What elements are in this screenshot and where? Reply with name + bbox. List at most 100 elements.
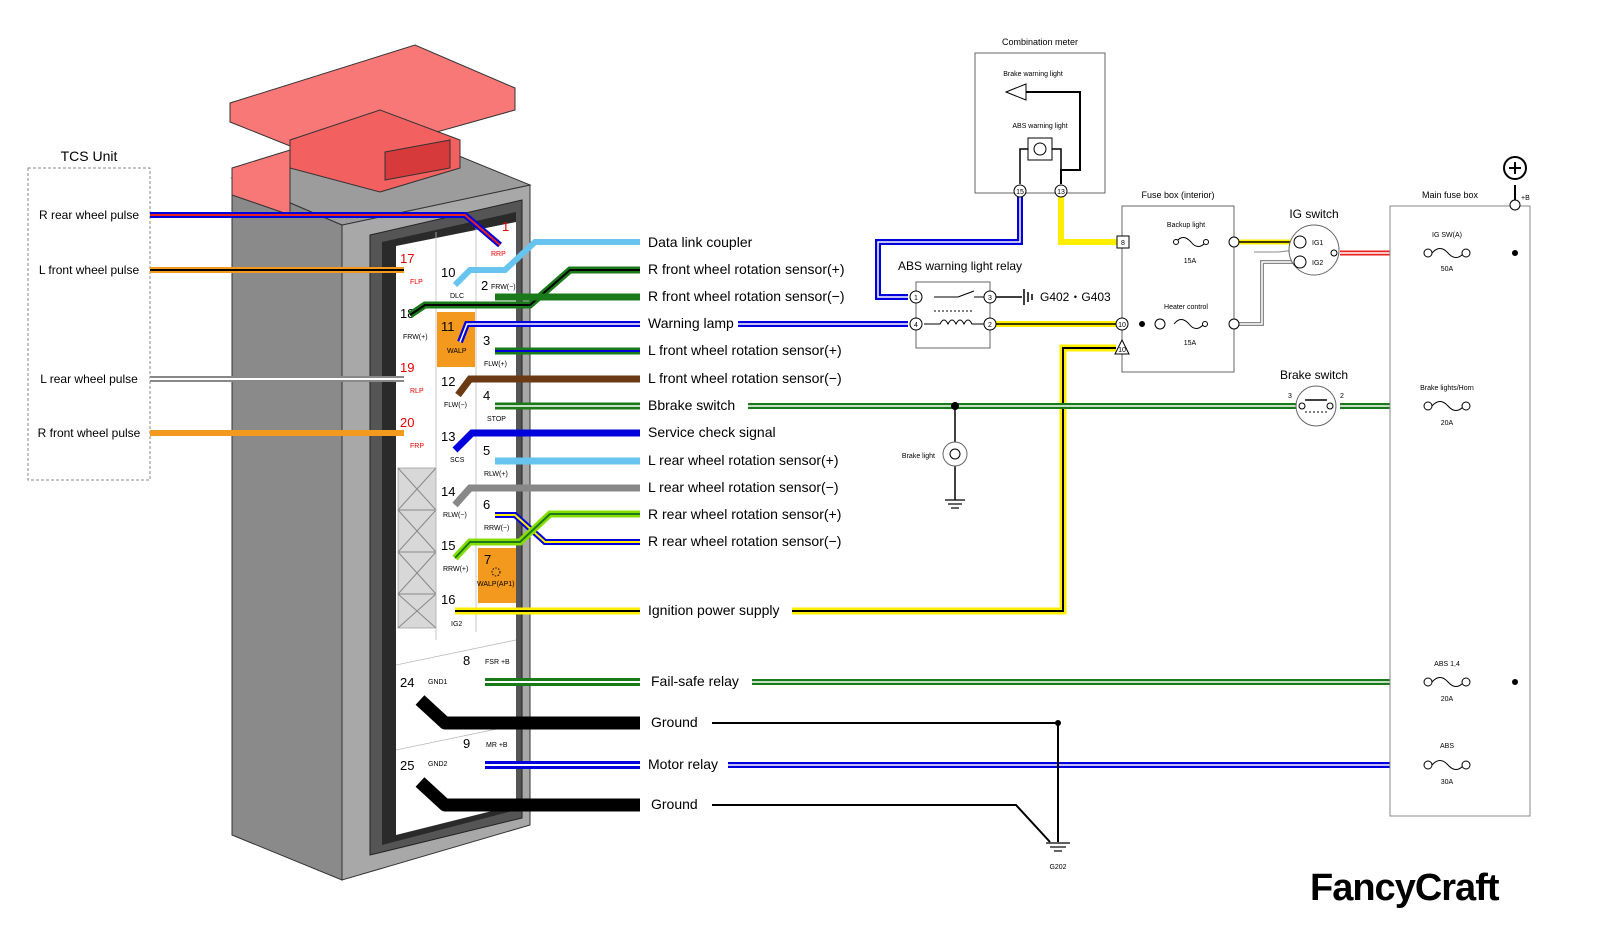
pin-7-highlight [478, 548, 516, 603]
signal-label: R front wheel rotation sensor(+) [648, 261, 844, 277]
pin-code: DLC [450, 293, 464, 300]
ground-icon [945, 499, 965, 509]
fuse-box-pin: 8 [1121, 240, 1125, 247]
signal-label: Motor relay [648, 756, 718, 772]
signal-label: R front wheel rotation sensor(−) [648, 288, 844, 304]
signal-label: R rear wheel rotation sensor(+) [648, 506, 841, 522]
pin-num: 24 [400, 675, 414, 690]
relay-pin: 2 [988, 322, 992, 329]
backup-light-rating: 15A [1184, 258, 1197, 265]
ground-icon [1046, 842, 1070, 852]
main-fuse-rating: 50A [1441, 266, 1454, 273]
pin-code: MR +B [486, 742, 508, 749]
abs-warning-light-relay: ABS warning light relay 1 3 4 2 G402・G40… [898, 259, 1111, 349]
fuse-icon [1431, 760, 1465, 770]
main-fuse-name: Brake lights/Horn [1420, 385, 1474, 392]
pin-num: 1 [502, 219, 509, 234]
fuse-box-interior: Fuse box (interior) Backup light 15A Hea… [1114, 190, 1240, 373]
pin-num: 6 [483, 497, 490, 512]
pin-num: 11 [441, 319, 455, 334]
pin-code: RRP [491, 251, 506, 258]
signal-label: L front wheel rotation sensor(+) [648, 342, 842, 358]
signal-label: Ignition power supply [648, 602, 780, 618]
pin-code: FRW(+) [403, 334, 428, 341]
pin-code: STOP [487, 416, 506, 423]
right-wiring [712, 185, 1516, 843]
main-fuse-rating: 20A [1441, 420, 1454, 427]
signal-label: L rear wheel rotation sensor(+) [648, 452, 839, 468]
fuse-box-pin: 10 [1118, 322, 1126, 329]
tcs-input-flp: L front wheel pulse [39, 263, 140, 277]
pin-num: 7 [484, 552, 491, 567]
signal-label: Warning lamp [648, 315, 734, 331]
g202-label: G202 [1049, 864, 1066, 871]
brake-switch-pin: 3 [1288, 393, 1292, 400]
relay-ground-label: G402・G403 [1040, 290, 1111, 304]
main-fuse-name: ABS 1,4 [1434, 661, 1460, 668]
relay-pin: 1 [914, 295, 918, 302]
main-fuse-name: IG SW(A) [1432, 232, 1462, 239]
pin-num: 14 [441, 484, 455, 499]
relay-pin: 4 [914, 322, 918, 329]
pin-num: 25 [400, 758, 414, 773]
combination-meter: Combination meter Brake warning light AB… [974, 37, 1106, 198]
connector-lock-lever [229, 44, 516, 216]
pin-num: 5 [483, 443, 490, 458]
pin-code: RRW(+) [443, 566, 468, 573]
pin-num: 16 [441, 592, 455, 607]
connector-housing [230, 139, 532, 881]
pin-labels: 1 RRP 17 FLP 10 DLC 2 FRW(−) 18 FRW(+) 1… [400, 219, 516, 773]
ig-switch-title: IG switch [1289, 207, 1338, 221]
fuse-box-interior-title: Fuse box (interior) [1141, 190, 1214, 200]
tcs-input-wires [150, 212, 502, 436]
signal-label: L rear wheel rotation sensor(−) [648, 479, 839, 495]
signal-label: R rear wheel rotation sensor(−) [648, 533, 841, 549]
brake-switch: Brake switch 3 2 [1280, 368, 1348, 427]
pin-num: 4 [483, 388, 490, 403]
fuse-icon [1431, 248, 1465, 258]
relay-coil-icon [924, 319, 984, 326]
tcs-input-frp: R front wheel pulse [38, 426, 141, 440]
abs-warning-label: ABS warning light [1012, 123, 1067, 130]
abs-warning-light-icon [1033, 142, 1047, 156]
tcs-input-rrp: R rear wheel pulse [39, 208, 139, 222]
pin-code: RLW(+) [484, 471, 508, 478]
meter-pin: 15 [1016, 189, 1024, 196]
pin-code: WALP [447, 348, 467, 355]
brake-light-label: Brake light [902, 453, 935, 460]
pin-num: 10 [441, 265, 455, 280]
brake-warning-label: Brake warning light [1003, 71, 1063, 78]
signal-label: Service check signal [648, 424, 776, 440]
signal-label: Fail-safe relay [651, 673, 739, 689]
pin-num: 17 [400, 251, 414, 266]
pin-7-marker [491, 567, 501, 577]
bulb-icon [949, 448, 961, 460]
pin-code: IG2 [451, 621, 462, 628]
pin-num: 2 [481, 278, 488, 293]
pin-code: GND2 [428, 761, 448, 768]
meter-pin: 13 [1057, 189, 1065, 196]
pin-code: FLP [410, 279, 423, 286]
pin-code: GND1 [428, 679, 448, 686]
heater-control-label: Heater control [1164, 304, 1208, 311]
fuse-icon [1173, 319, 1205, 329]
pin-num: 9 [463, 736, 470, 751]
main-fuse-box: Main fuse box +B IG SW(A) 50A Brake ligh… [1389, 156, 1531, 817]
ground-g202: G202 [1046, 720, 1070, 871]
dummy-pins [397, 467, 437, 629]
pin-code: FSR +B [485, 659, 510, 666]
pin-code: WALP(AP1) [477, 581, 514, 588]
brake-switch-pin: 2 [1340, 393, 1344, 400]
signal-labels: Data link coupler R front wheel rotation… [648, 234, 844, 812]
tcs-unit: TCS Unit R rear wheel pulse L front whee… [27, 148, 151, 481]
heater-control-rating: 15A [1184, 340, 1197, 347]
relay-title: ABS warning light relay [898, 259, 1022, 273]
ig2-label: IG2 [1312, 260, 1323, 267]
ig1-label: IG1 [1312, 240, 1323, 247]
pin-code: SCS [450, 457, 465, 464]
signal-label: Data link coupler [648, 234, 753, 250]
signal-wires [408, 239, 640, 812]
signal-label: Ground [651, 714, 698, 730]
signal-label: Bbrake switch [648, 397, 735, 413]
